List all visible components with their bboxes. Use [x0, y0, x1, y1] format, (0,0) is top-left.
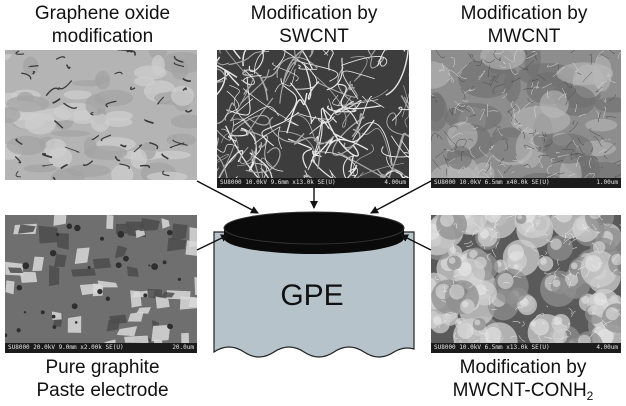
label-mwcnt-conh2-formula: MWCNT-CONH — [452, 380, 587, 401]
mwcnt-conh2-texture — [431, 215, 621, 353]
arrow-mwcnt-conh2 — [400, 234, 432, 251]
label-graphene-oxide-line1: Graphene oxide — [34, 3, 171, 24]
arrow-graphene-oxide — [196, 180, 259, 214]
electrode-body — [213, 231, 415, 358]
graphene-oxide-texture — [5, 50, 197, 180]
arrow-mwcnt — [370, 180, 432, 214]
electrode-label: GPE — [280, 279, 344, 312]
label-swcnt: Modification by SWCNT — [210, 2, 418, 48]
mwcnt-conh2-scale-text: 4.00um — [596, 344, 618, 351]
pure-graphite-scale-text: 20.0um — [172, 344, 194, 351]
label-swcnt-line2: SWCNT — [279, 26, 349, 47]
mwcnt-info-bar: SU8000 10.0kV 6.5mm x40.0k SE(U) 1.00um — [431, 178, 621, 188]
electrode-disk-top — [223, 211, 405, 245]
label-graphene-oxide: Graphene oxide modification — [0, 2, 205, 48]
label-pure-graphite-line1: Pure graphite — [45, 357, 160, 378]
label-mwcnt-conh2-line2: MWCNT-CONH2 — [420, 379, 626, 402]
mwcnt-conh2-micrograph: SU8000 10.0kV 6.5mm x13.0k SE(U) 4.00um — [431, 215, 621, 353]
mwcnt-micrograph: SU8000 10.0kV 6.5mm x40.0k SE(U) 1.00um — [431, 50, 621, 188]
label-graphene-oxide-line2: modification — [51, 26, 154, 47]
label-pure-graphite: Pure graphite Paste electrode — [0, 356, 205, 402]
label-mwcnt-conh2: Modification by MWCNT-CONH2 — [420, 356, 626, 402]
swcnt-micrograph: SU8000 10.0kV 9.6mm x13.0k SE(U) 4.00um — [217, 50, 409, 188]
pure-graphite-info-text: SU8000 20.0kV 9.0mm x2.00k SE(U) — [8, 344, 124, 351]
arrow-pure-graphite — [196, 234, 229, 251]
label-mwcnt-conh2-line1: Modification by — [459, 357, 587, 378]
graphene-oxide-micrograph — [5, 50, 197, 180]
label-pure-graphite-line2: Paste electrode — [36, 380, 169, 401]
swcnt-texture — [217, 50, 409, 188]
label-mwcnt-conh2-subscript: 2 — [586, 389, 594, 403]
mwcnt-conh2-info-text: SU8000 10.0kV 6.5mm x13.0k SE(U) — [434, 344, 550, 351]
pure-graphite-micrograph: SU8000 20.0kV 9.0mm x2.00k SE(U) 20.0um — [5, 215, 197, 353]
label-swcnt-line1: Modification by — [250, 3, 378, 24]
label-mwcnt-line1: Modification by — [460, 3, 588, 24]
label-mwcnt-line2: MWCNT — [487, 26, 561, 47]
mwcnt-scale-text: 1.00um — [596, 179, 618, 186]
mwcnt-info-text: SU8000 10.0kV 6.5mm x40.0k SE(U) — [434, 179, 550, 186]
swcnt-info-text: SU8000 10.0kV 9.6mm x13.0k SE(U) — [220, 179, 336, 186]
pure-graphite-texture — [5, 215, 197, 353]
swcnt-scale-text: 4.00um — [384, 179, 406, 186]
pure-graphite-info-bar: SU8000 20.0kV 9.0mm x2.00k SE(U) 20.0um — [5, 343, 197, 353]
mwcnt-conh2-info-bar: SU8000 10.0kV 6.5mm x13.0k SE(U) 4.00um — [431, 343, 621, 353]
label-mwcnt: Modification by MWCNT — [422, 2, 626, 48]
swcnt-info-bar: SU8000 10.0kV 9.6mm x13.0k SE(U) 4.00um — [217, 178, 409, 188]
